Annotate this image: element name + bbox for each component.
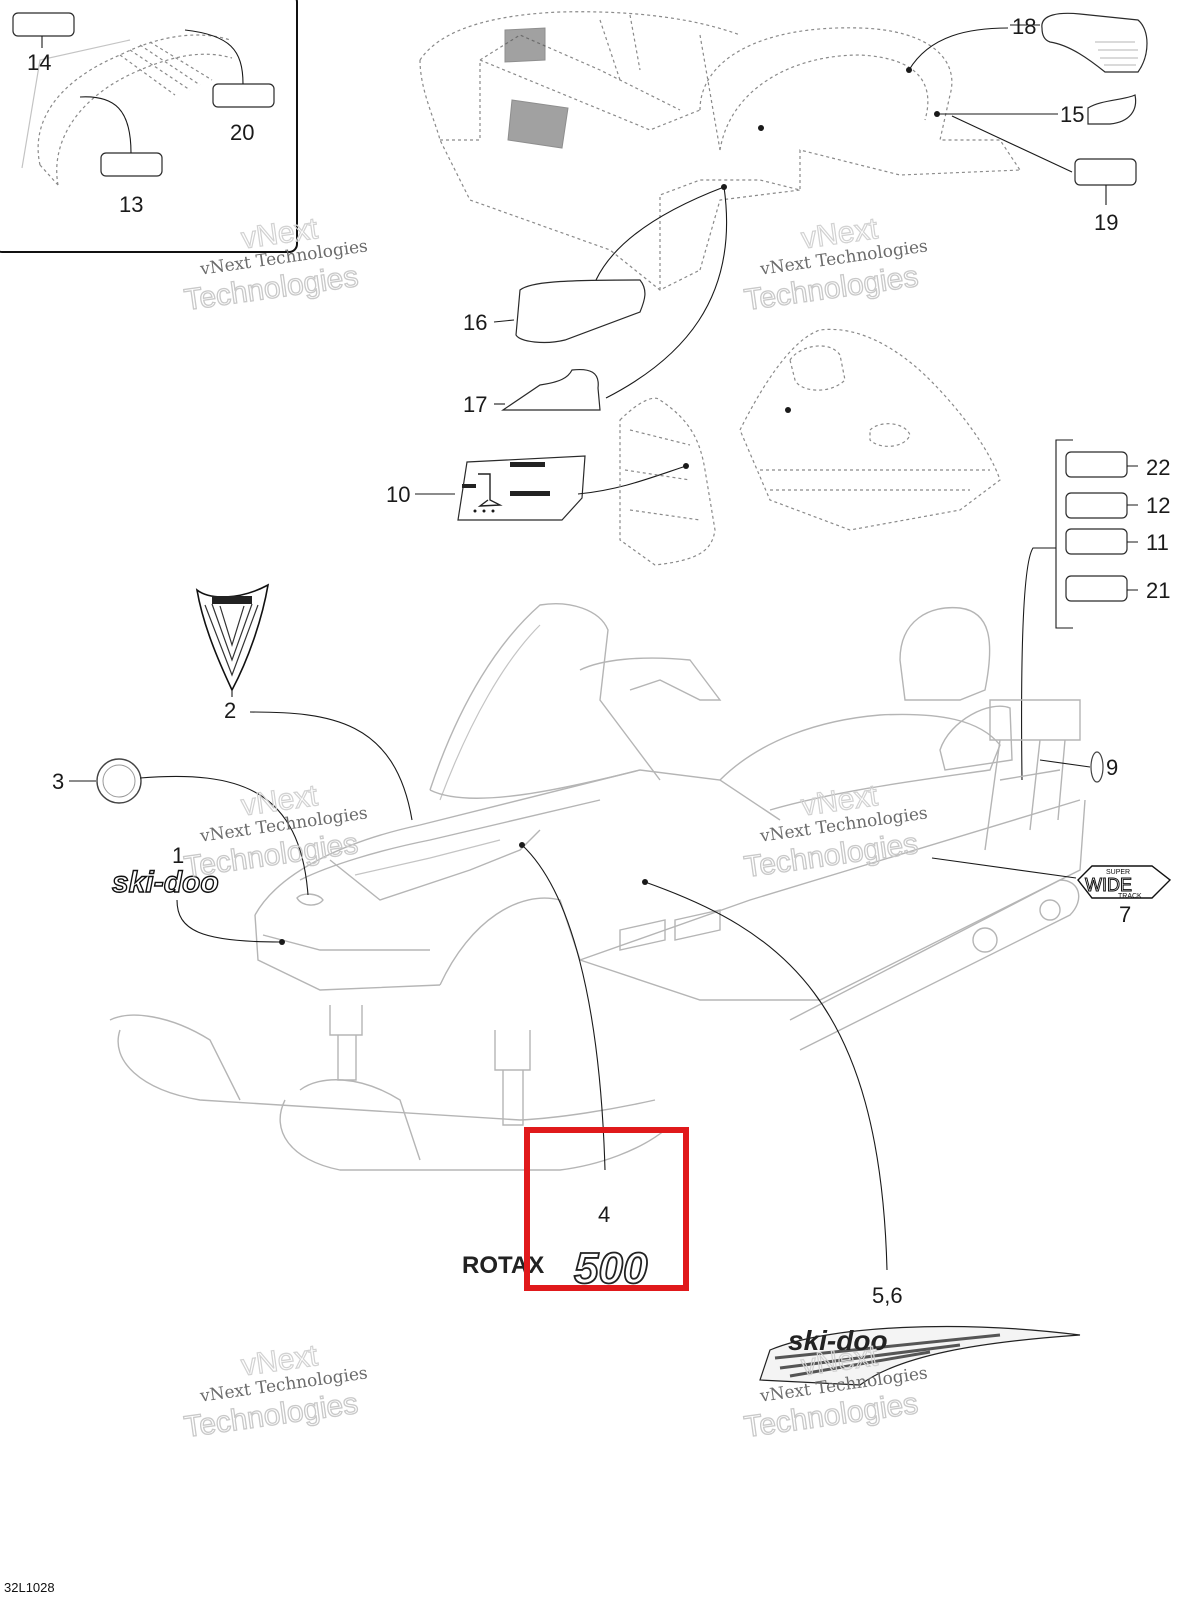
callout-12: 12 [1146,493,1170,518]
decal-5-6: 5,6 ski-doo [644,881,1081,1386]
callout-5-6: 5,6 [872,1283,903,1308]
drawing-code: 32L1028 [4,1580,55,1595]
callout-16: 16 [463,310,487,335]
rotax-logo-text: ROTAX [462,1252,544,1279]
inset-box: 14 20 13 [0,0,298,253]
skidoo-logo-text-56: ski-doo [788,1325,888,1356]
decal-4: 4 ROTAX 500 [462,844,689,1294]
snowmobile-sketch [109,603,1086,1171]
callout-11: 11 [1146,530,1169,555]
callout-4: 4 [598,1202,610,1227]
decal-19: 19 [951,115,1137,235]
decal-18: 18 [908,12,1148,73]
decal-1: 1 ski-doo [111,843,281,943]
callout-13: 13 [119,192,143,217]
callout-15: 15 [1060,102,1084,127]
decal-7-super-text: SUPER [1106,869,1130,876]
decal-group-22-12-11-21: 22 12 11 21 [1021,439,1170,781]
decal-7: SUPER WIDE TRACK 7 [931,857,1172,927]
callout-20: 20 [230,120,254,145]
watermark-3: vNext vNext Technologies Technologies [181,779,368,885]
decal-17: 17 [463,186,728,417]
decal-2: 2 [195,583,413,821]
decal-16: 16 [463,186,725,344]
callout-7: 7 [1119,902,1131,927]
decal-7-track-text: TRACK [1118,893,1142,900]
decal-7-wide-text: WIDE [1085,875,1132,895]
watermark-4: vNext vNext Technologies Technologies [741,779,928,885]
watermark-1: vNext vNext Technologies Technologies [182,212,369,318]
side-panel-sketch [619,397,716,566]
callout-14: 14 [27,50,51,75]
highlight-box [524,1127,689,1291]
decal-15: 15 [937,94,1137,127]
callout-19: 19 [1094,210,1118,235]
console-sketch [739,328,1001,531]
callout-17: 17 [463,392,487,417]
callout-9: 9 [1106,755,1118,780]
hood-panel-sketch [419,11,1021,291]
callout-1: 1 [172,843,184,868]
callout-2: 2 [224,698,236,723]
watermark-5: vNext vNext Technologies Technologies [181,1339,368,1445]
callout-10: 10 [386,482,410,507]
callout-22: 22 [1146,455,1170,480]
decal-3: 3 [52,758,309,896]
decal-10: 10 [386,455,687,521]
callout-18: 18 [1012,14,1036,39]
callout-21: 21 [1146,578,1170,603]
callout-3: 3 [52,769,64,794]
decal-9: 9 [1039,751,1118,783]
watermark-2: vNext vNext Technologies Technologies [742,212,929,318]
skidoo-logo-text-1: ski-doo [112,866,219,899]
